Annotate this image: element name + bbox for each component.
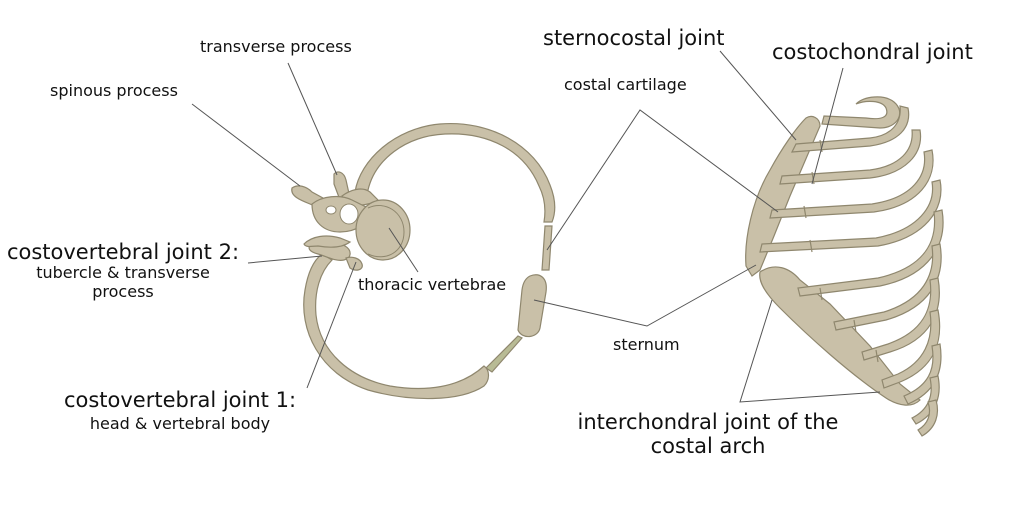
leader-transverse-process bbox=[287, 62, 338, 176]
rib-tubercle bbox=[345, 256, 363, 271]
label-transverse-process: transverse process bbox=[200, 37, 352, 56]
label-spinous-process: spinous process bbox=[50, 81, 178, 100]
lower-lamina bbox=[303, 235, 352, 248]
label-thoracic-vertebrae: thoracic vertebrae bbox=[358, 275, 507, 294]
label-interchondral-joint: interchondral joint of the costal arch bbox=[560, 410, 856, 458]
costovertebral-joint-1-sub: head & vertebral body bbox=[89, 414, 271, 434]
label-costochondral-joint: costochondral joint bbox=[772, 40, 973, 64]
leader-spinous-process bbox=[191, 103, 301, 187]
leader-costochondral-joint bbox=[811, 67, 844, 185]
rib-5 bbox=[759, 179, 942, 253]
rib-cage bbox=[745, 96, 944, 437]
costovertebral-joint-1-title: costovertebral joint 1: bbox=[63, 388, 297, 412]
rib-lower-arc bbox=[303, 253, 490, 400]
vertebral-foramen bbox=[339, 203, 359, 225]
leader-interchondral-joint bbox=[739, 299, 881, 403]
rib-12 bbox=[917, 399, 939, 437]
lower-cartilage bbox=[485, 335, 523, 373]
leader-sternum bbox=[533, 264, 757, 327]
thoracic-vertebra bbox=[291, 171, 411, 261]
label-costovertebral-joint-2: costovertebral joint 2: tubercle & trans… bbox=[0, 240, 246, 301]
rib-3 bbox=[779, 129, 922, 185]
costochondral-joint-marks bbox=[803, 139, 879, 363]
vertebral-body bbox=[355, 199, 411, 261]
interchondral-joint-line2: costal arch bbox=[650, 434, 766, 459]
label-costal-cartilage: costal cartilage bbox=[564, 75, 687, 94]
leader-costovertebral-2 bbox=[247, 255, 323, 264]
rib-2 bbox=[790, 105, 910, 153]
rib-8 bbox=[861, 277, 940, 361]
rib-upper-arc bbox=[354, 122, 556, 223]
rib-7 bbox=[833, 243, 942, 331]
costovertebral-joint-2-sub2: process bbox=[92, 281, 154, 301]
leader-sternocostal-joint bbox=[719, 50, 797, 141]
rib-ring-cross-section bbox=[303, 122, 556, 400]
label-sternum: sternum bbox=[613, 335, 680, 354]
leader-lines bbox=[191, 50, 881, 403]
leader-costovertebral-1 bbox=[306, 261, 357, 389]
interchondral-joint-line1: interchondral joint of the bbox=[577, 410, 839, 434]
rib-10 bbox=[903, 343, 942, 405]
sternum bbox=[745, 115, 821, 277]
sternum-cross-section bbox=[517, 274, 547, 338]
label-costovertebral-joint-1: costovertebral joint 1: head & vertebral… bbox=[55, 388, 305, 434]
leader-thoracic-vertebrae bbox=[388, 227, 419, 273]
costal-cartilage-segment bbox=[541, 225, 553, 271]
rib-4 bbox=[769, 149, 934, 219]
costal-arch bbox=[759, 266, 921, 406]
label-sternocostal-joint: sternocostal joint bbox=[543, 26, 725, 50]
costovertebral-joint-2-sub1: tubercle & transverse bbox=[36, 263, 210, 283]
leader-costal-cartilage bbox=[546, 109, 779, 251]
vertebral-body-rim bbox=[367, 205, 405, 258]
intervertebral-foramen bbox=[325, 205, 337, 215]
costovertebral-joint-2-title: costovertebral joint 2: bbox=[6, 240, 240, 264]
rib-9 bbox=[881, 309, 941, 389]
rib-6 bbox=[797, 209, 944, 297]
